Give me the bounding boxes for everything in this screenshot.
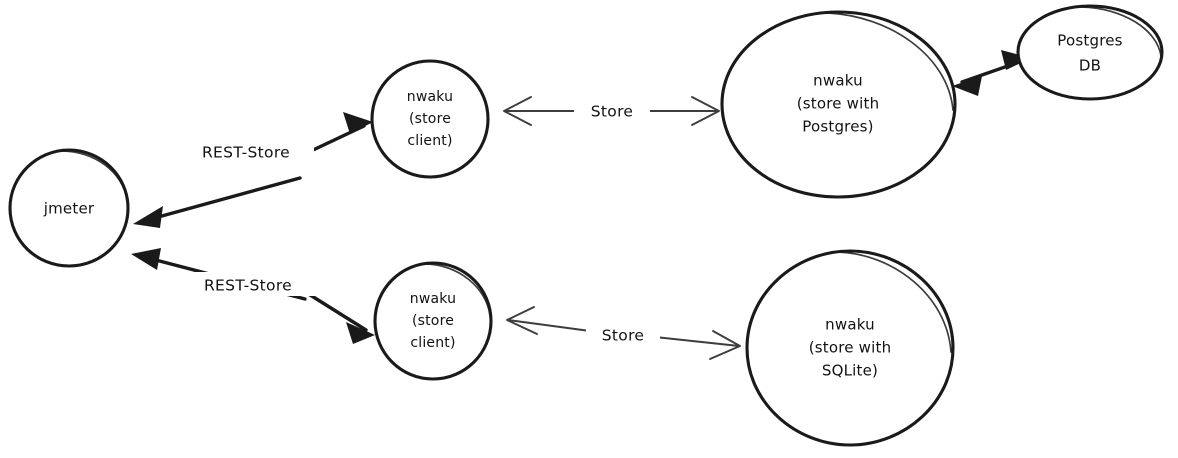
edge-postgres-node-to-db[interactable]: [952, 50, 1031, 96]
arrowhead-to-postgres-db: [1001, 50, 1031, 70]
node-nwaku-store-sqlite-label-line3: SQLite): [822, 362, 878, 380]
node-postgres-db-label-line2: DB: [1079, 57, 1101, 75]
arrowhead-to-client-top: [343, 112, 373, 134]
node-nwaku-store-client-top-label-line1: nwaku: [407, 89, 453, 105]
node-postgres-db-label-line1: Postgres: [1057, 32, 1122, 50]
edge-label-backdrop: [574, 99, 650, 123]
edge-client-bottom-to-sqlite-node[interactable]: Store: [506, 306, 741, 360]
node-nwaku-store-sqlite[interactable]: nwaku (store with SQLite): [745, 249, 955, 447]
arrowhead-to-client-bottom: [506, 306, 538, 335]
arrowhead-to-sqlite-node: [709, 330, 741, 360]
edge-label-backdrop: [178, 139, 314, 163]
node-nwaku-store-client-top[interactable]: nwaku (store client): [370, 59, 490, 179]
node-nwaku-store-postgres[interactable]: nwaku (store with Postgres): [720, 10, 957, 199]
node-nwaku-store-client-top-label-line2: (store: [409, 111, 451, 127]
node-nwaku-store-client-bottom-label-line3: client): [410, 335, 455, 351]
node-postgres-db[interactable]: Postgres DB: [1016, 4, 1164, 101]
edge-segment-left: [138, 176, 302, 224]
node-jmeter-sketch-overstroke: [61, 150, 128, 201]
edge-jmeter-to-client-bottom[interactable]: REST-Store: [131, 248, 375, 344]
node-nwaku-store-client-bottom-label-line1: nwaku: [410, 291, 456, 307]
node-nwaku-store-sqlite-sketch-overstroke: [837, 251, 952, 353]
node-nwaku-store-client-top-label-line3: client): [407, 133, 452, 149]
edge-jmeter-to-client-top[interactable]: REST-Store: [133, 112, 373, 228]
arrowhead-to-postgres-node: [691, 96, 720, 126]
node-postgres-db-shape: [1016, 4, 1164, 101]
edge-segment-right: [654, 336, 740, 347]
arrowhead-to-client-top: [503, 96, 532, 126]
node-nwaku-store-sqlite-shape: [745, 249, 955, 447]
node-nwaku-store-client-bottom-sketch-overstroke: [424, 263, 491, 317]
node-nwaku-store-postgres-label-line1: nwaku: [813, 72, 863, 90]
edge-label-backdrop: [180, 272, 316, 296]
node-jmeter-label: jmeter: [43, 200, 95, 218]
node-nwaku-store-sqlite-label-line1: nwaku: [825, 316, 875, 334]
node-nwaku-store-sqlite-label-line2: (store with: [809, 339, 892, 357]
node-nwaku-store-postgres-label-line3: Postgres): [802, 118, 873, 136]
arrowhead-to-postgres-node: [952, 76, 982, 96]
edge-label-backdrop: [586, 322, 660, 346]
edge-client-top-to-postgres-node[interactable]: Store: [503, 96, 720, 126]
node-nwaku-store-client-bottom-shape: [373, 261, 493, 381]
edge-label-rest-store-top: REST-Store: [202, 144, 290, 162]
node-nwaku-store-client-top-shape: [370, 59, 490, 179]
node-postgres-db-sketch-overstroke: [1081, 6, 1162, 57]
arrowhead-to-client-bottom: [346, 322, 375, 344]
node-jmeter[interactable]: jmeter: [8, 148, 130, 268]
edge-label-store-top: Store: [591, 103, 633, 121]
node-nwaku-store-postgres-shape: [720, 10, 957, 199]
node-nwaku-store-postgres-sketch-overstroke: [827, 12, 954, 111]
node-nwaku-store-postgres-label-line2: (store with: [797, 95, 880, 113]
arrowhead-to-jmeter: [131, 248, 161, 270]
edge-label-store-bottom: Store: [602, 327, 644, 345]
node-nwaku-store-client-bottom-label-line2: (store: [412, 313, 454, 329]
node-nwaku-store-client-bottom[interactable]: nwaku (store client): [373, 261, 493, 381]
edge-label-rest-store-bottom: REST-Store: [204, 277, 292, 295]
arrowhead-to-jmeter: [133, 206, 163, 228]
edge-segment-left: [507, 319, 591, 332]
